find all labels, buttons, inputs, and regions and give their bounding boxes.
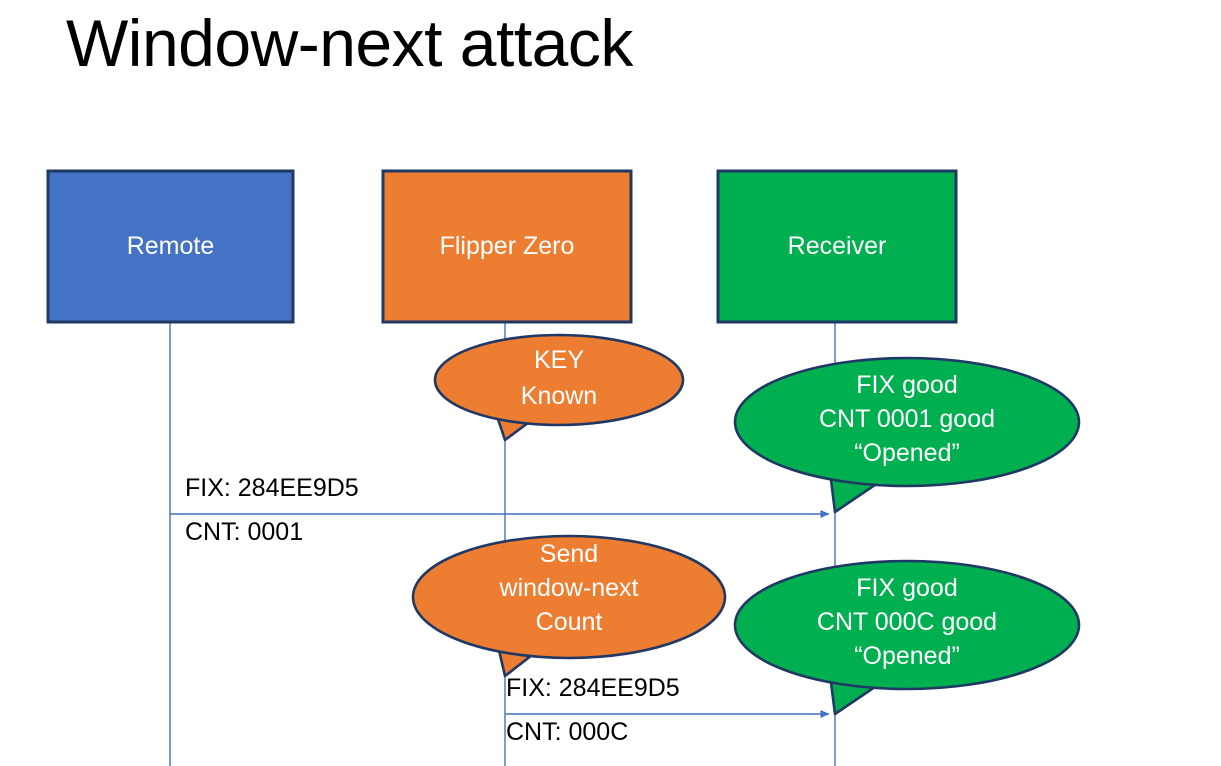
- actor-box-receiver[interactable]: [716, 169, 958, 324]
- actor-box-flipper[interactable]: [381, 169, 633, 324]
- callout-receiver-ack-1[interactable]: [733, 356, 1081, 514]
- callout-send-window-next[interactable]: [411, 534, 727, 678]
- message-label-fix-1: FIX: 284EE9D5: [185, 474, 359, 502]
- actor-box-remote[interactable]: [46, 169, 295, 324]
- message-label-cnt-2: CNT: 000C: [506, 718, 629, 746]
- message-label-cnt-1: CNT: 0001: [185, 518, 304, 546]
- callout-receiver-ack-2[interactable]: [733, 559, 1081, 716]
- callout-key-known[interactable]: [433, 333, 685, 442]
- message-label-fix-2: FIX: 284EE9D5: [506, 674, 680, 702]
- page-title: Window-next attack: [66, 6, 633, 80]
